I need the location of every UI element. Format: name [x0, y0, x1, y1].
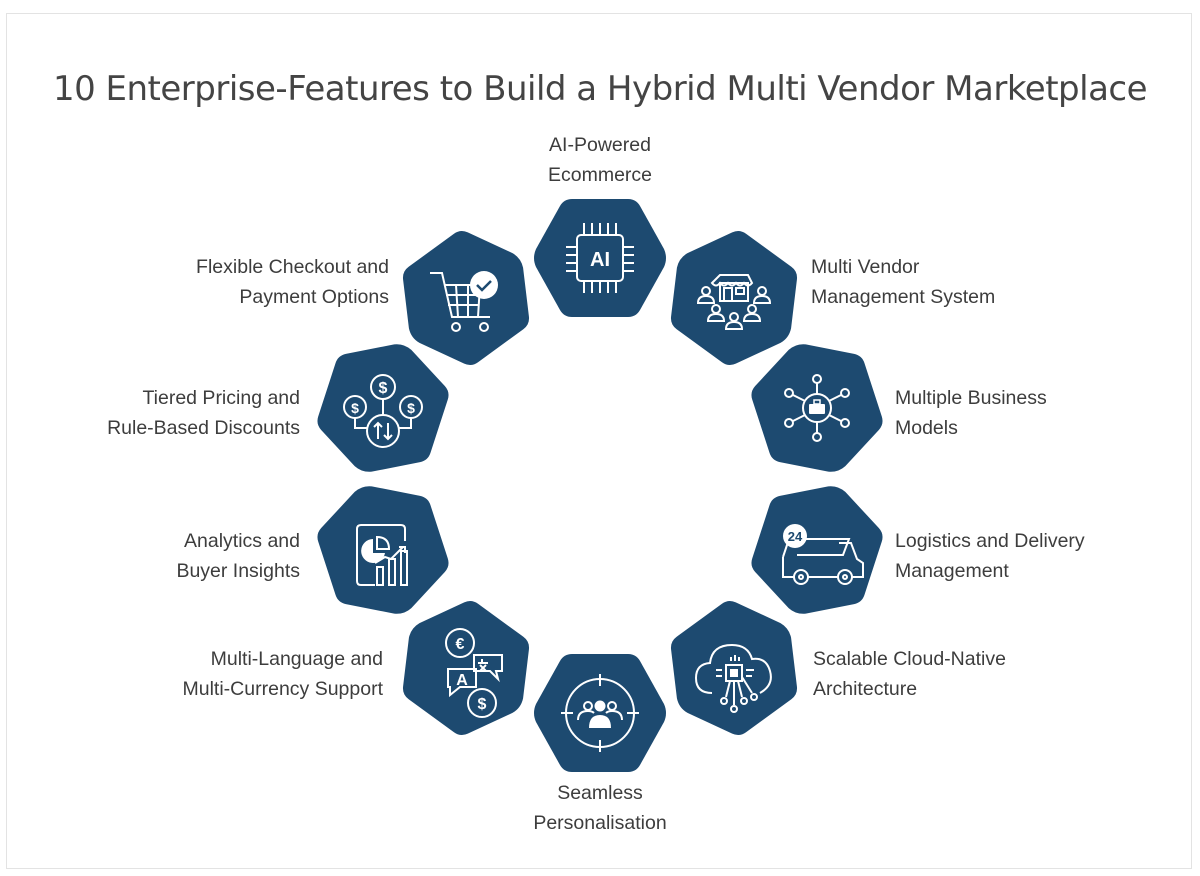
analytics-chart-icon: [356, 524, 408, 586]
cart-check-icon: [430, 272, 490, 332]
dollar-symbol-right: $: [407, 400, 415, 416]
page-title: 10 Enterprise-Features to Build a Hybrid…: [52, 68, 1148, 109]
feature-logistics-hexagon: 24: [740, 468, 894, 632]
target-users-icon: [561, 674, 639, 752]
feature-personalisation-hexagon: [532, 650, 668, 776]
dollar-symbol-left: $: [351, 400, 359, 416]
euro-symbol: €: [456, 636, 465, 653]
dollar-symbol-top: $: [379, 380, 388, 397]
feature-ai-hexagon: AI: [532, 195, 668, 321]
feature-multivendor-hexagon: [645, 211, 823, 385]
feature-business-hexagon: [740, 326, 894, 490]
language-currency-icon: [445, 628, 503, 718]
delivery-24-text: 24: [788, 529, 803, 544]
letter-a-symbol: A: [456, 672, 468, 689]
feature-tiered-hexagon: $ $ $: [306, 326, 460, 490]
feature-cloud-hexagon: [645, 581, 823, 755]
dollar-symbol: $: [478, 696, 487, 713]
feature-language-hexagon: € A $: [377, 581, 555, 755]
ai-chip-icon: [566, 223, 634, 293]
feature-checkout-hexagon: [377, 211, 555, 385]
storefront-users-icon: [696, 274, 772, 330]
cloud-chip-icon: [694, 643, 772, 713]
briefcase-network-icon: [784, 374, 850, 442]
ai-chip-text: AI: [590, 249, 610, 271]
dollar-exchange-icon: [343, 374, 423, 448]
feature-analytics-hexagon: [306, 468, 460, 632]
